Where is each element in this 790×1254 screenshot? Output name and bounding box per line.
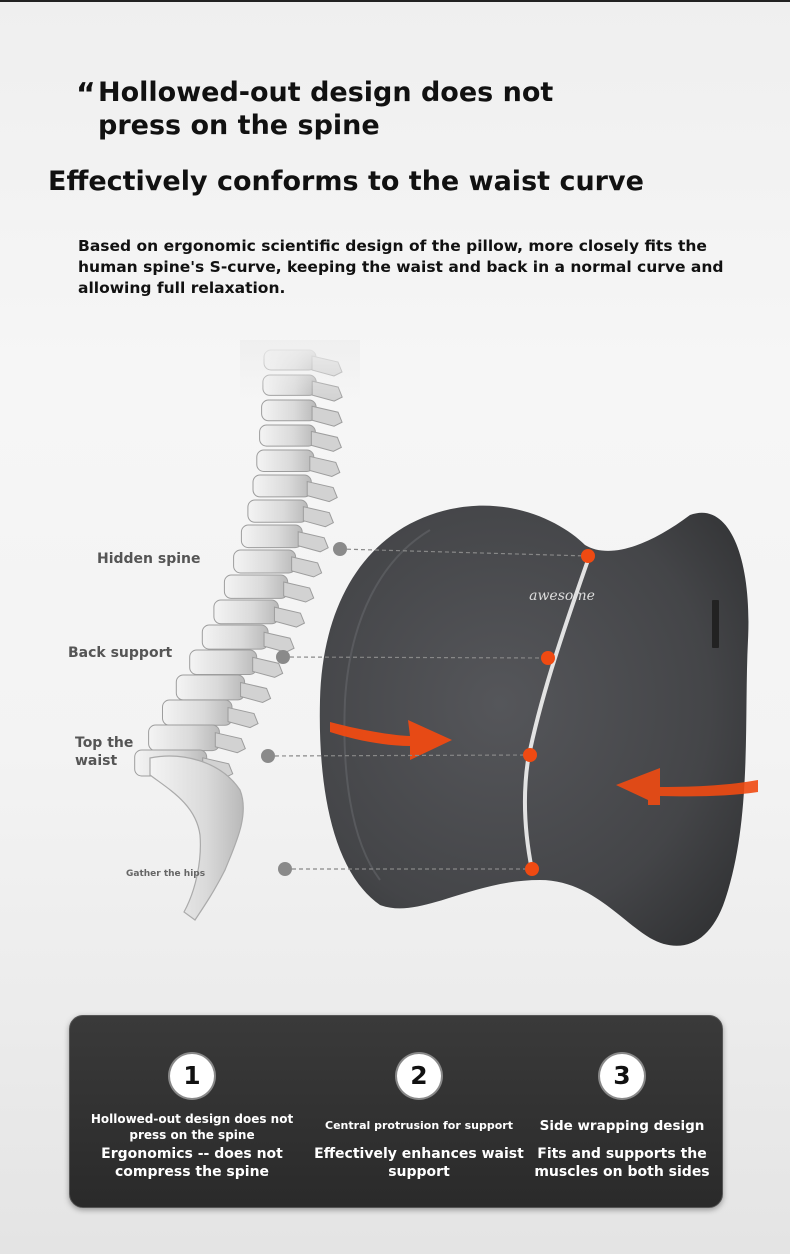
vertebra	[189, 649, 258, 675]
label-gather-hips: Gather the hips	[126, 869, 206, 879]
vertebra-process	[302, 506, 335, 528]
vertebra	[223, 574, 289, 599]
vertebra-process	[252, 656, 284, 678]
right-arrow-icon	[616, 768, 758, 805]
feature-title: Central protrusion for support	[325, 1119, 513, 1132]
vertebra	[148, 724, 220, 752]
label-back-support: Back support	[68, 645, 173, 661]
vertebra	[175, 674, 246, 701]
vertebra-process	[311, 405, 343, 427]
sacrum	[149, 755, 244, 921]
quote-mark: “	[76, 77, 96, 112]
feature-number-badge: 2	[397, 1054, 441, 1098]
callout-connectors	[267, 548, 589, 870]
label-hidden-spine: Hidden spine	[97, 551, 201, 567]
vertebra-process	[306, 480, 338, 503]
headline: Hollowed-out design does not press on th…	[98, 77, 554, 141]
vertebra-process	[263, 631, 295, 653]
top-border	[0, 0, 790, 2]
feature-title: Side wrapping design	[539, 1118, 705, 1134]
vertebra-process	[283, 581, 315, 603]
vertebra	[213, 599, 279, 625]
vertebra-process	[291, 556, 323, 578]
product-illustration: awesome	[134, 340, 758, 946]
lumbar-cushion: awesome	[319, 505, 749, 946]
brand-text: awesome	[529, 588, 595, 604]
feature-3: 3 Side wrapping design Fits and supports…	[526, 1016, 718, 1207]
vertebra-process	[297, 531, 329, 553]
feature-number-badge: 1	[170, 1054, 214, 1098]
left-arrow-icon	[330, 720, 452, 760]
support-points	[523, 549, 595, 876]
features-panel: 1 Hollowed-out design does not press on …	[69, 1015, 723, 1208]
vertebra	[252, 474, 312, 498]
side-tag	[712, 600, 719, 648]
feature-body: Fits and supports the muscles on both si…	[534, 1146, 710, 1180]
central-ridge	[523, 558, 590, 872]
cushion-highlight	[343, 529, 431, 881]
description: Based on ergonomic scientific design of …	[78, 237, 724, 297]
feature-2: 2 Central protrusion for support Effecti…	[310, 1016, 528, 1207]
vertebra	[256, 449, 315, 472]
vertebra	[259, 424, 316, 447]
page-title: Effectively conforms to the waist curve	[48, 166, 644, 197]
vertebra	[201, 624, 269, 650]
feature-body: Effectively enhances waist support	[314, 1146, 524, 1180]
feature-body: Ergonomics -- does not compress the spin…	[101, 1146, 283, 1180]
spine	[134, 340, 360, 921]
vertebra	[240, 524, 303, 549]
callout-dots	[261, 542, 347, 876]
feature-number-badge: 3	[600, 1054, 644, 1098]
vertebra-process	[214, 732, 246, 754]
vertebra-process	[227, 706, 259, 729]
vertebra	[233, 549, 297, 574]
vertebra-process	[309, 455, 341, 477]
feature-title: Hollowed-out design does not press on th…	[90, 1112, 294, 1142]
feature-1: 1 Hollowed-out design does not press on …	[76, 1016, 308, 1207]
vertebra	[162, 699, 233, 726]
vertebra-process	[310, 430, 342, 452]
vertebra-process	[273, 606, 306, 628]
vertebra	[247, 499, 308, 523]
vertebra-process	[240, 681, 272, 703]
label-top-waist: Top the waist	[75, 735, 134, 769]
vertebra	[261, 399, 317, 422]
vertebrae	[134, 349, 343, 779]
